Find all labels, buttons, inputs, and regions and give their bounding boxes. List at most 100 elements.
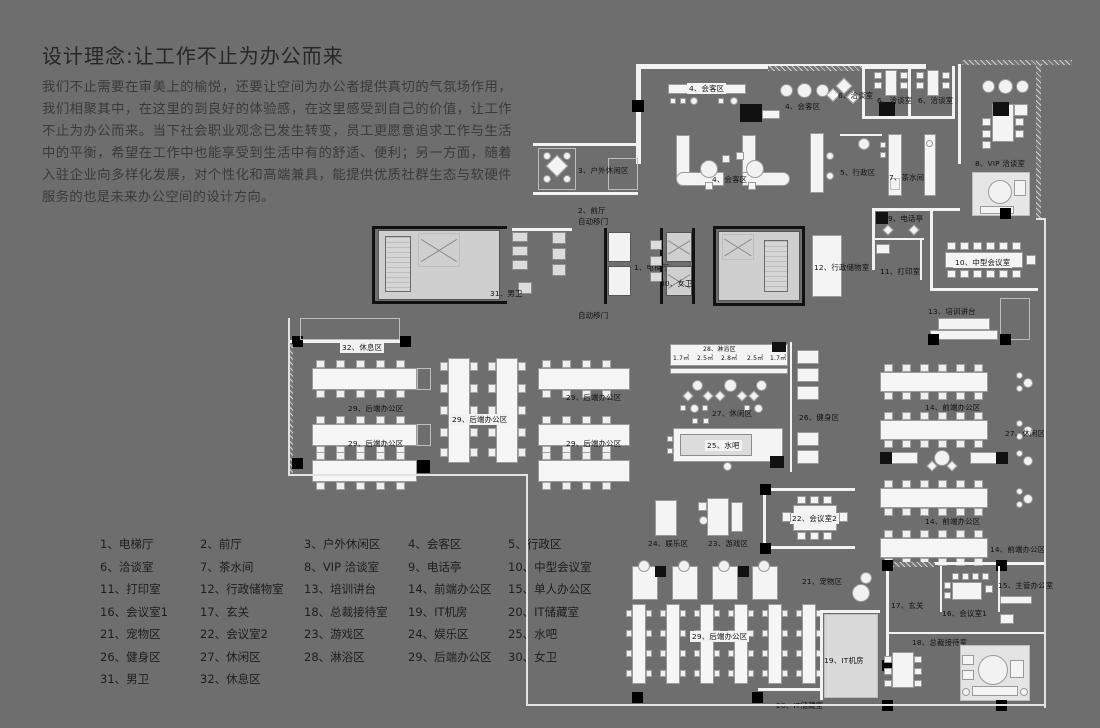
desk-seat [440,406,448,415]
legend-row: 31、男卫 32、休息区 [100,671,620,687]
shaft-cross [722,234,754,260]
label-supervisor-office: 15、主管办公室 [998,581,1054,590]
wall-segment [533,192,638,195]
meeting-chair [900,82,908,89]
desk-seat [920,480,929,488]
stool [730,97,738,105]
core-wall [713,226,716,306]
desk-seat [680,610,686,617]
label-ceo-reception: 18、总裁接待室 [912,638,968,647]
lounge-seat [1016,80,1029,93]
legend-item: 3、户外休闲区 [304,537,381,551]
desk-seat [938,412,947,420]
label-front-office-3: 14、前端办公区 [990,545,1046,554]
desk-seat [974,392,983,400]
label-sliding-door-bottom: 自动移门 [578,311,609,320]
legend-item: 22、会议室2 [200,627,268,641]
toilet-stall [552,264,566,276]
desk-seat [680,670,686,677]
desk-run [700,604,714,684]
desk-run [496,358,518,463]
meeting-chair [823,532,832,540]
legend-item: 17、玄关 [200,604,250,619]
column [752,692,763,703]
label-leisure-zone-right: 27、休闲区 [1005,429,1046,438]
building-outline [1036,218,1046,220]
legend-item: 27、休闲区 [200,649,261,664]
coffee-table [746,160,764,178]
wall-segment [952,66,955,118]
column [632,692,643,703]
meeting-chair [973,270,982,278]
lounge-seat [692,380,703,391]
meeting-chair [810,496,819,504]
corridor-wall [670,368,788,374]
dark-block [880,452,892,464]
legend-item: 14、前端办公区 [408,582,492,596]
hatched-wall [962,60,1072,65]
legend-item: 5、行政区 [508,537,562,551]
pantry-counter [888,134,902,196]
desk-seat [694,610,700,617]
cabinet [1000,614,1014,624]
wall-segment [998,566,1000,612]
desk-seat [920,530,929,538]
desk-seat [796,610,802,617]
shower-block [670,344,788,366]
desk-seat [884,392,893,400]
desk-seat [396,482,405,490]
desk-seat [562,416,571,424]
game-seat [699,516,708,525]
meeting-chair [982,573,989,580]
intro-block: 设计理念:让工作不止为办公而来 我们不止需要在审美上的榆悦，还要让空间为办公者提… [42,40,512,209]
column [738,566,749,577]
display-screen [993,102,1009,116]
desk-seat [728,610,734,617]
wall-segment [533,143,638,146]
chair [884,668,892,675]
pod-seat [718,560,730,572]
lounge-seat [1023,456,1033,466]
desk-seat [562,452,571,460]
label-vip-room: 8、VIP 洽谈室 [975,159,1026,168]
round-table [988,180,1012,204]
armchair [1014,180,1026,196]
chair [884,656,892,663]
desk-seat [582,390,591,398]
desk-seat [646,670,652,677]
label-pet-zone: 21、宠物区 [802,577,843,586]
desk-seat [336,390,345,398]
wall-segment [930,208,933,288]
round-table [978,655,1008,685]
intro-paragraph: 我们不止需要在审美上的榆悦，还要让空间为办公者提供真切的气氛场作用，我们相聚其中… [42,80,512,205]
vip-chair [1015,118,1024,126]
vip-chair [1014,104,1028,116]
washbasin [650,256,662,266]
meeting-chair [952,573,959,580]
desk-seat [396,416,405,424]
desk-seat [336,452,345,460]
desk-seat [796,670,802,677]
desk-seat [582,416,591,424]
manager-desk [1000,596,1032,604]
column [882,560,893,571]
desk-seat [626,670,632,677]
core-wall [660,228,663,304]
wall-segment [862,116,955,119]
label-meeting-room-6a: 6、洽谈室 [838,91,874,100]
desk-seat [440,448,448,457]
side-table [1020,688,1028,696]
desk-run [312,424,417,446]
rest-seating [300,318,400,340]
lounge-stool [680,405,686,411]
washbasin [650,272,662,282]
legend-item: 6、洽谈室 [100,559,154,574]
building-outline [288,318,290,476]
desk-seat [920,508,929,516]
label-shower-zone: 28、淋浴区 [703,346,736,353]
wall-segment [763,546,855,549]
lounge-stool [682,390,694,402]
wall-segment [758,688,820,691]
wall-segment [820,612,823,700]
building-outline [288,474,528,476]
